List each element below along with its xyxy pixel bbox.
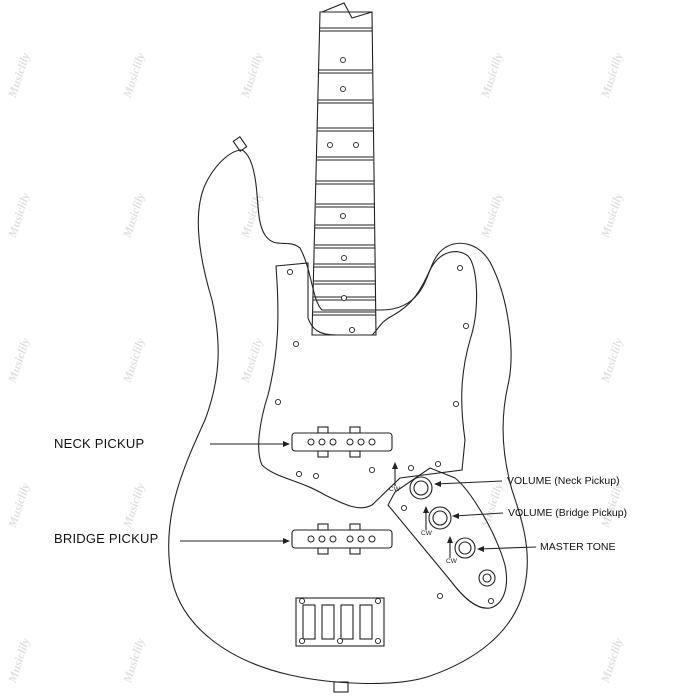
output-jack-inner [482,573,492,583]
screw [336,637,344,645]
pole-piece [318,535,326,543]
headstock-break [321,2,373,19]
volume-bridge-label: VOLUME (Bridge Pickup) [508,507,628,519]
fret-dot [341,295,347,301]
tone-knob-inner [458,541,472,555]
strap-button-top [232,136,248,152]
screw [298,637,306,645]
volume-neck-label: VOLUME (Neck Pickup) [507,475,620,487]
pole-piece [357,535,365,543]
pickup-ear [349,426,361,434]
pole-piece [318,438,326,446]
screw [348,326,356,334]
fret-dot [353,142,359,148]
leader-volume-bridge [453,512,504,517]
pickup-ear [317,450,329,458]
bridge-saddle [321,604,335,640]
volume-neck-knob [409,476,433,500]
cw-arrowhead [392,462,398,469]
bridge-saddles [302,604,373,640]
pickup-ear [349,547,361,555]
screw [434,460,442,468]
fret-dot [341,255,347,261]
screw [487,597,495,605]
leader-volume-neck [435,480,503,485]
cw-arrowhead [447,536,453,543]
tone-knob [454,537,476,559]
screw [286,268,294,276]
screw [400,504,408,512]
screw [436,592,444,600]
pole-piece [329,535,337,543]
master-tone-label: MASTER TONE [540,541,616,553]
pole-piece [346,535,354,543]
screw [374,597,382,605]
fret-dot [340,57,346,63]
screw [456,264,464,272]
neck-pickup-label: NECK PICKUP [54,436,145,451]
fret-dot [340,86,346,92]
screw [407,464,415,472]
screw [368,466,376,474]
arrowhead [283,538,290,544]
pole-piece [346,438,354,446]
body-outline [168,149,528,685]
pole-piece [357,438,365,446]
volume-bridge-knob [428,506,452,530]
arrowhead [452,513,459,519]
fret-dot [340,213,346,219]
screw [452,400,460,408]
screw [312,472,320,480]
leader-master-tone [478,546,537,550]
cw-label: CW [446,558,457,565]
control-plate [387,467,508,609]
arrowhead [283,441,290,447]
screw [298,597,306,605]
bridge-saddle [302,604,316,640]
pickguard [258,251,478,509]
bridge-saddle [359,604,373,640]
pickup-ear [349,523,361,531]
bridge [295,597,385,647]
screw [274,398,282,406]
screw [374,637,382,645]
pole-piece [329,438,337,446]
frets [313,27,376,316]
neck-pickup [291,432,393,452]
pole-piece [307,438,315,446]
pole-piece [368,438,376,446]
screw [462,322,470,330]
volume-neck-knob-inner [413,480,429,496]
pickup-ear [317,426,329,434]
neck [311,11,377,336]
cw-label: CW [389,486,400,493]
bridge-saddle [340,604,354,640]
fret-dot [327,142,333,148]
strap-button-bottom [333,681,349,693]
bridge-pickup [291,529,393,549]
pole-piece [307,535,315,543]
pickup-ear [317,547,329,555]
pickup-ear [317,523,329,531]
arrowhead [477,546,484,552]
pickup-ear [349,450,361,458]
bridge-pickup-label: BRIDGE PICKUP [54,531,159,546]
cw-label: CW [421,530,432,537]
screw [292,340,300,348]
cw-arrowhead [423,506,429,513]
volume-bridge-knob-inner [432,510,448,526]
arrowhead [434,481,441,487]
output-jack [478,569,496,587]
pole-piece [368,535,376,543]
screw [295,470,303,478]
